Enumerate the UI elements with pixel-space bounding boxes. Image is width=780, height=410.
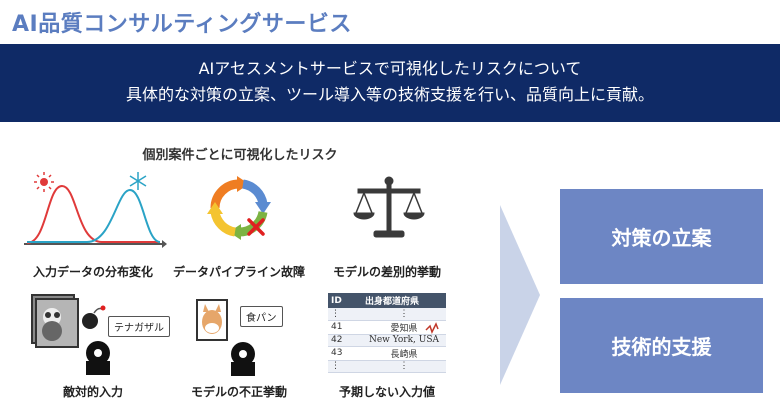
table-header-id: ID <box>328 293 362 308</box>
table-header-row: ID 出身都道府県 <box>328 293 446 308</box>
risk-label-distribution-shift: 入力データの分布変化 <box>32 265 153 279</box>
model-misbehavior-icon <box>196 299 255 376</box>
table-cell: 43 <box>328 346 362 361</box>
bomb-icon <box>82 305 106 329</box>
table-cell: 長崎県 <box>362 346 446 361</box>
misbehavior-speech-bubble: 食パン <box>240 306 283 327</box>
table-cell: 41 <box>328 320 362 335</box>
gear-head-icon <box>231 342 255 376</box>
adversarial-input-icon <box>31 294 110 375</box>
snowflake-icon <box>129 172 147 190</box>
risks-section-title: 個別案件ごとに可視化したリスク <box>142 148 338 163</box>
spark-icon <box>425 322 439 334</box>
page-title: AI品質コンサルティングサービス <box>12 12 352 37</box>
risk-label-adversarial-input: 敵対的入力 <box>62 385 123 399</box>
table-header-prefecture: 出身都道府県 <box>362 293 446 308</box>
table-cell: New York, USA <box>362 334 446 347</box>
banner-line-1: AIアセスメントサービスで可視化したリスクについて <box>198 59 582 78</box>
flow-arrow-icon <box>500 205 540 385</box>
risk-label-unexpected-input: 予期しない入力値 <box>338 385 435 399</box>
pipeline-cycle-icon <box>207 176 271 240</box>
table-cell: ⋮ <box>362 308 446 321</box>
table-row: ⋮⋮ <box>328 360 446 373</box>
table-cell: ⋮ <box>362 360 446 373</box>
banner-line-2: 具体的な対策の立案、ツール導入等の技術支援を行い、品質向上に貢献。 <box>125 85 654 104</box>
countermeasure-planning-box: 対策の立案 <box>560 189 763 284</box>
sun-icon <box>34 172 54 192</box>
distribution-shift-icon <box>24 172 167 248</box>
gear-head-icon <box>86 341 110 375</box>
summary-banner: AIアセスメントサービスで可視化したリスクについて 具体的な対策の立案、ツール導… <box>0 44 780 122</box>
table-cell: ⋮ <box>328 308 362 321</box>
table-cell: 42 <box>328 334 362 347</box>
adversarial-speech-bubble: テナガザル <box>108 316 170 337</box>
table-cell: ⋮ <box>328 360 362 373</box>
risk-label-model-misbehavior: モデルの不正挙動 <box>190 385 287 399</box>
error-x-icon <box>247 218 265 236</box>
table-cell: 愛知県 <box>362 320 446 335</box>
risk-label-discriminatory-behavior: モデルの差別的挙動 <box>332 265 441 279</box>
technical-support-box: 技術的支援 <box>560 298 763 393</box>
balance-scale-icon <box>353 176 425 238</box>
risk-label-pipeline-failure: データパイプライン故障 <box>172 265 305 279</box>
table-row: ⋮⋮ <box>328 308 446 321</box>
